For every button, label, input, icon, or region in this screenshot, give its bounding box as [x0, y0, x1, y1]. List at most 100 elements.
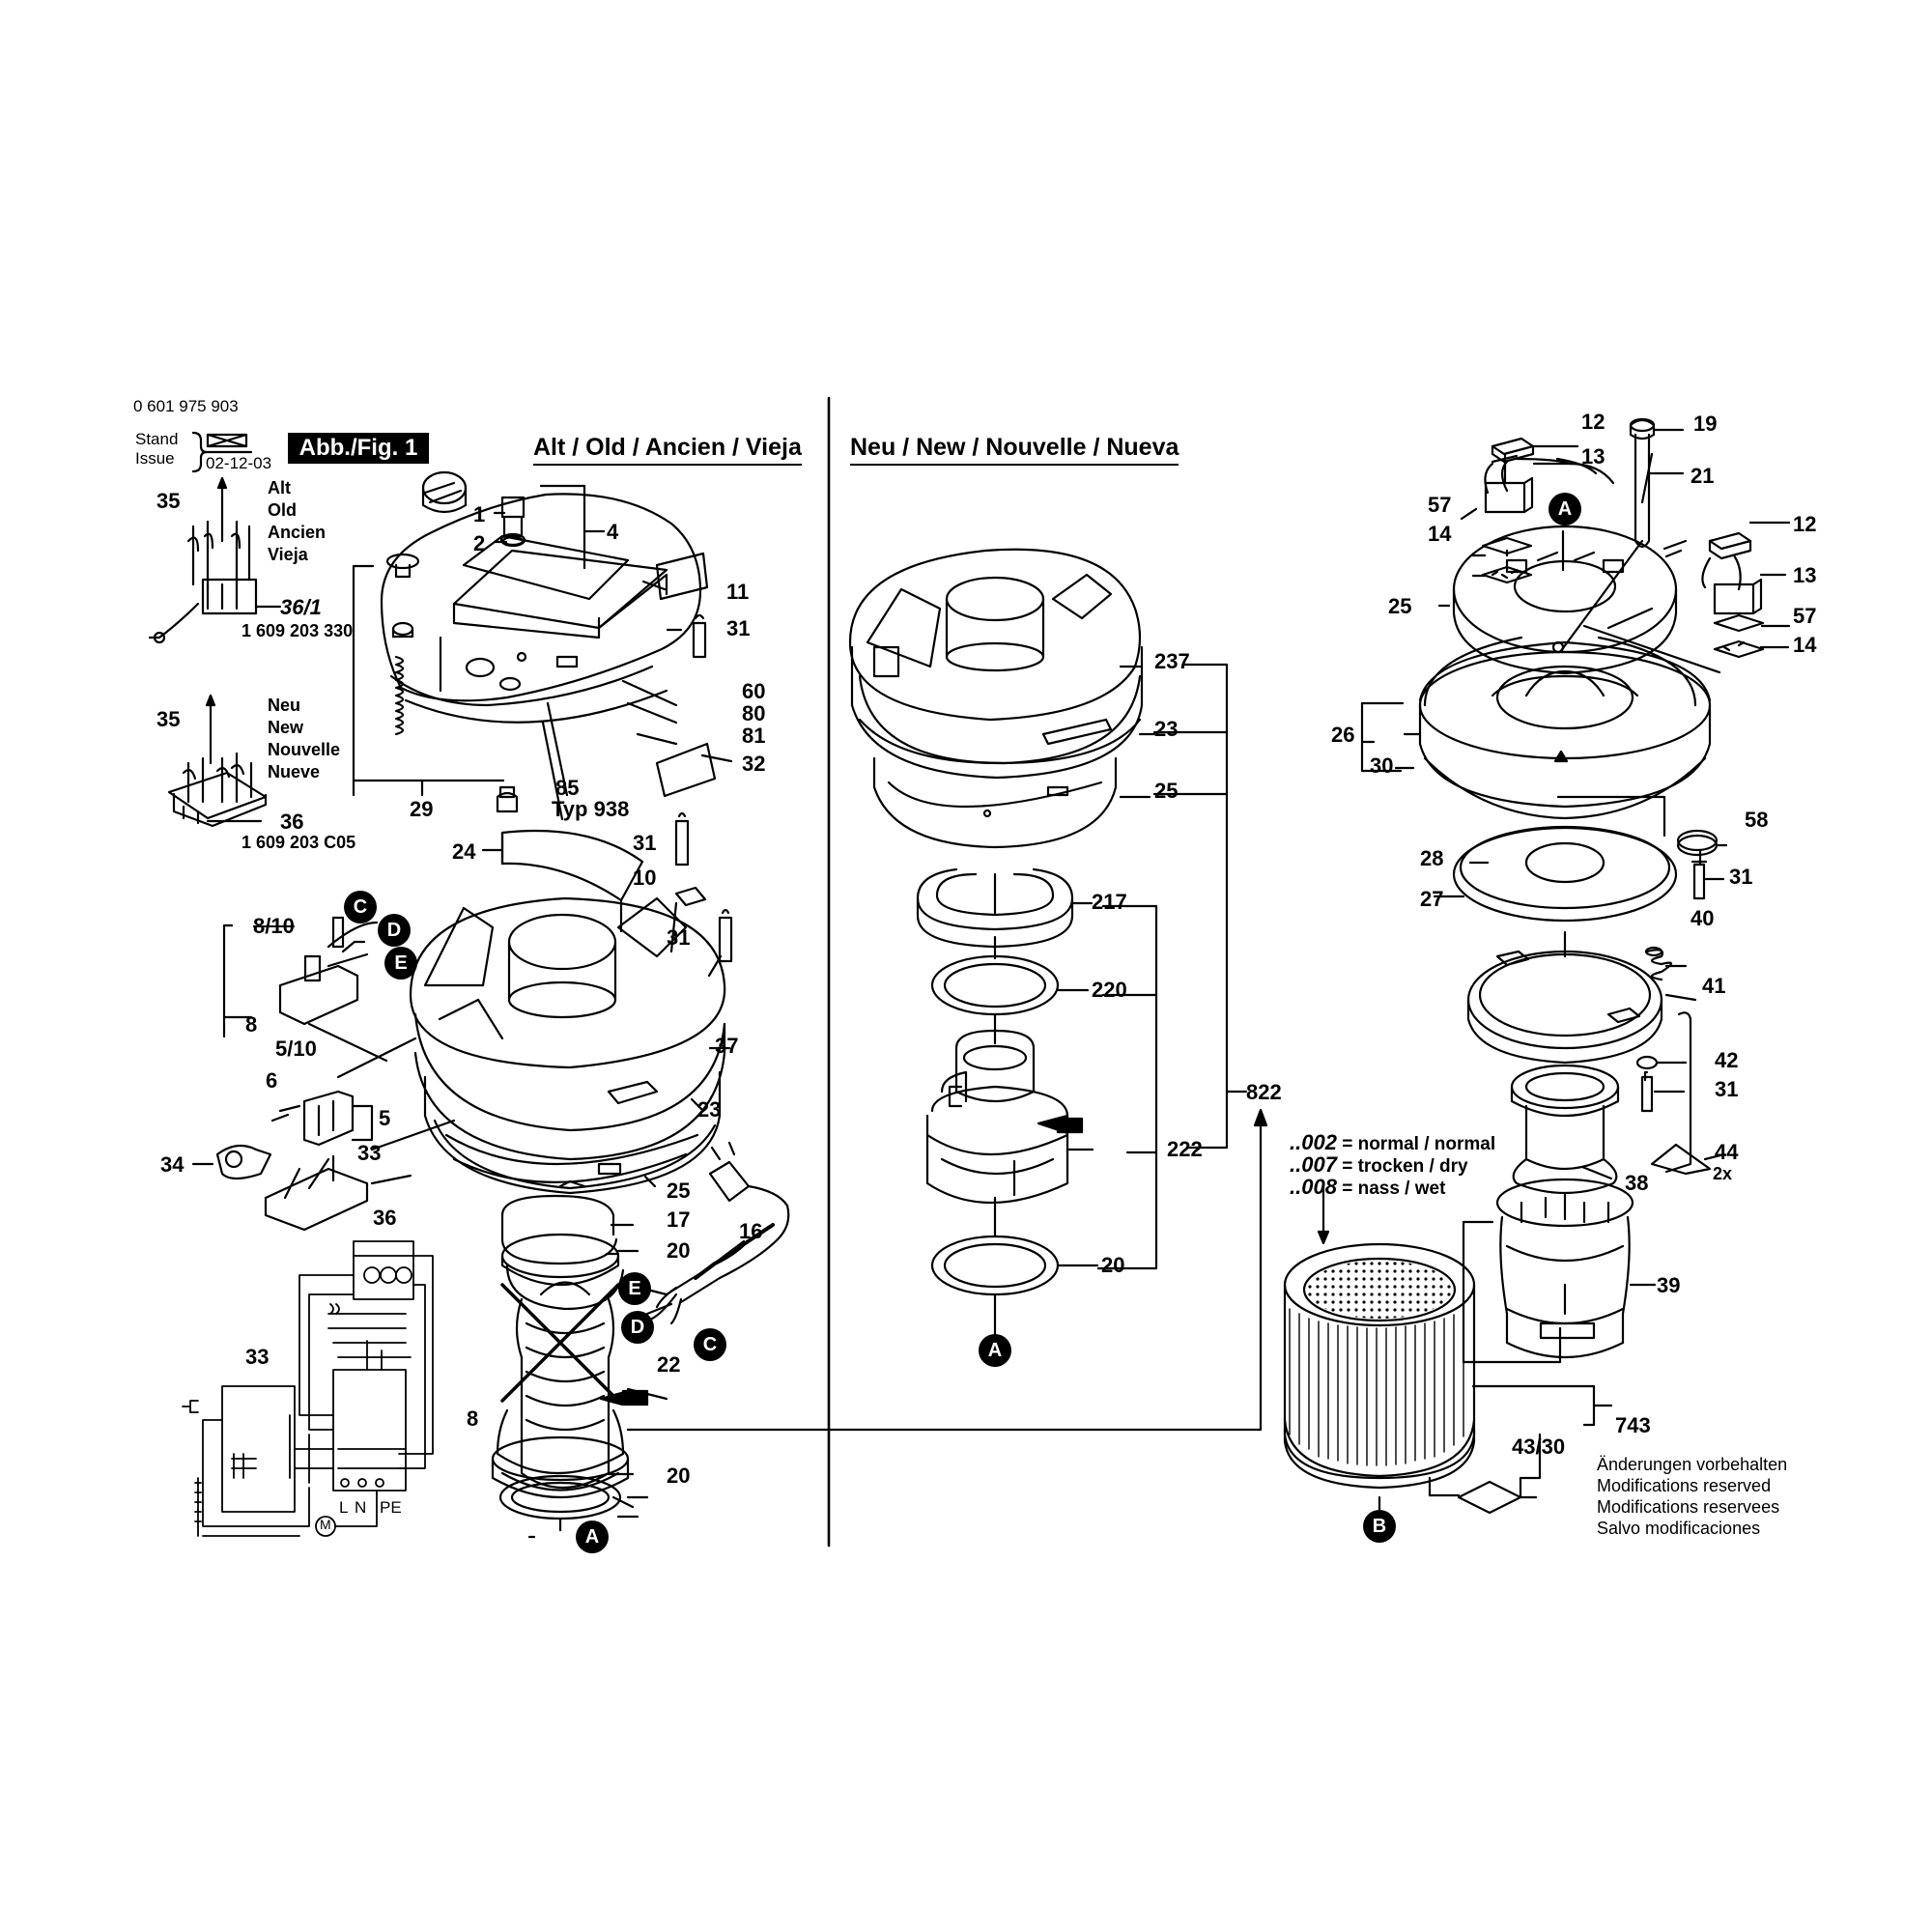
callout-6: 6: [266, 1068, 278, 1093]
callout-31-right-top: 31: [1729, 865, 1753, 889]
callout-36-wiring: 36: [373, 1206, 397, 1230]
callout-35-new: 35: [156, 707, 181, 731]
callout-217: 217: [1092, 890, 1127, 914]
terminal-n: N: [355, 1498, 367, 1517]
callout-28: 28: [1420, 846, 1444, 870]
callout-1: 1: [473, 502, 486, 526]
switch-old-label-2: Old: [268, 500, 297, 520]
switches-right-drawing: [1460, 437, 1791, 659]
wiring-diagram-drawing: [182, 1240, 434, 1537]
part-no-old: 1 609 203 330: [242, 621, 354, 640]
callout-30: 30: [1370, 753, 1394, 778]
cartridge-filter-drawing: [1283, 1242, 1476, 1519]
callout-31-top: 31: [633, 831, 657, 855]
callout-20-old-bottom: 20: [667, 1463, 691, 1488]
note-en: Modifications reserved: [1597, 1476, 1772, 1495]
marker-d-cord: D: [621, 1311, 654, 1344]
callout-10: 10: [633, 866, 657, 890]
callout-43-30: 43/30: [1512, 1435, 1566, 1459]
callout-25-old: 25: [667, 1179, 691, 1203]
variant-007: ..007 = trocken / dry: [1290, 1152, 1468, 1177]
callout-12-right: 12: [1793, 512, 1817, 536]
callout-8-10: 8/10: [253, 914, 295, 938]
callout-41: 41: [1702, 974, 1726, 998]
foam-filter-drawing: [481, 829, 644, 933]
marker-a-right: A: [1548, 493, 1581, 526]
callout-29: 29: [410, 797, 434, 821]
callout-8: 8: [245, 1012, 258, 1037]
marker-e-switch: E: [384, 947, 417, 980]
callout-33-wiring: 33: [245, 1345, 270, 1369]
callout-222: 222: [1167, 1137, 1203, 1161]
ring-217-drawing: [916, 867, 1094, 949]
callout-5-10: 5/10: [275, 1037, 317, 1061]
variant-002: ..002 = normal / normal: [1290, 1130, 1496, 1154]
callout-11: 11: [726, 580, 750, 604]
marker-d-switch: D: [378, 914, 411, 947]
new-section-title: Neu / New / Nouvelle / Nueva: [850, 434, 1179, 466]
callout-4: 4: [607, 520, 619, 544]
marker-a-old: A: [576, 1520, 609, 1553]
callout-21: 21: [1690, 464, 1715, 488]
callout-31-right-bottom: 31: [1715, 1077, 1739, 1101]
callout-39: 39: [1657, 1273, 1681, 1297]
callout-23-old: 23: [697, 1097, 722, 1122]
housing-30-drawing: [1394, 636, 1712, 838]
note-es: Salvo modificaciones: [1597, 1519, 1761, 1538]
stand-label: Stand: [135, 430, 179, 448]
variant-008: ..008 = nass / wet: [1290, 1175, 1446, 1199]
callout-743: 743: [1615, 1413, 1651, 1437]
callout-14-top: 14: [1428, 522, 1452, 546]
callout-81: 81: [742, 724, 766, 748]
filter-basket-39-drawing: [1495, 1178, 1657, 1359]
callout-31-mid: 31: [667, 925, 691, 950]
callout-8-wiring: 8: [467, 1406, 479, 1431]
terminal-l: L: [339, 1498, 349, 1517]
callout-17: 17: [667, 1208, 691, 1232]
callout-31-lid: 31: [726, 616, 751, 640]
switch-old-label-4: Vieja: [268, 545, 308, 564]
ring-41-drawing: [1466, 930, 1697, 1065]
marker-c-cord: C: [694, 1328, 726, 1361]
motor-housing-old-drawing: [409, 896, 731, 1195]
switch-new-label-2: New: [268, 718, 304, 737]
callout-37: 37: [715, 1034, 739, 1058]
part-no-new: 1 609 203 C05: [242, 833, 356, 852]
callout-42: 42: [1715, 1048, 1739, 1072]
callout-32: 32: [742, 752, 766, 776]
callout-12-top: 12: [1581, 410, 1605, 434]
lid-drawing: [352, 470, 717, 813]
motor-old-drawing: [491, 1194, 668, 1539]
callout-38: 38: [1625, 1171, 1649, 1195]
switch-assembly-drawing: [191, 916, 456, 1232]
note-fr: Modifications reservees: [1597, 1497, 1780, 1517]
callout-822: 822: [1246, 1080, 1282, 1104]
note-de: Änderungen vorbehalten: [1597, 1455, 1788, 1474]
callout-2: 2: [473, 531, 486, 555]
callout-20-old-top: 20: [667, 1238, 691, 1263]
callout-16: 16: [739, 1219, 763, 1243]
motor-symbol: M: [320, 1517, 331, 1532]
switch-old-label-3: Ancien: [268, 523, 327, 542]
marker-c-switch: C: [344, 891, 377, 923]
figure-badge: Abb./Fig. 1: [288, 433, 429, 464]
marker-b: B: [1363, 1510, 1396, 1543]
switch-old-label-1: Alt: [268, 478, 291, 497]
callout-36-new: 36: [280, 810, 304, 834]
callout-24: 24: [452, 839, 476, 864]
callout-27: 27: [1420, 887, 1444, 911]
callout-22: 22: [657, 1352, 681, 1377]
callout-57-right: 57: [1793, 604, 1817, 628]
callout-85: 85: [555, 776, 580, 800]
marker-e-cord: E: [618, 1272, 651, 1305]
callout-34: 34: [160, 1152, 185, 1177]
power-cord-drawing: [645, 1141, 790, 1325]
callout-13-right: 13: [1793, 563, 1817, 587]
callout-26: 26: [1331, 723, 1355, 747]
filter-basket-38-drawing: [1510, 1064, 1620, 1195]
callout-44: 44: [1715, 1140, 1739, 1164]
part-number: 0 601 975 903: [133, 397, 239, 415]
issue-date: 02-12-03: [206, 454, 272, 472]
